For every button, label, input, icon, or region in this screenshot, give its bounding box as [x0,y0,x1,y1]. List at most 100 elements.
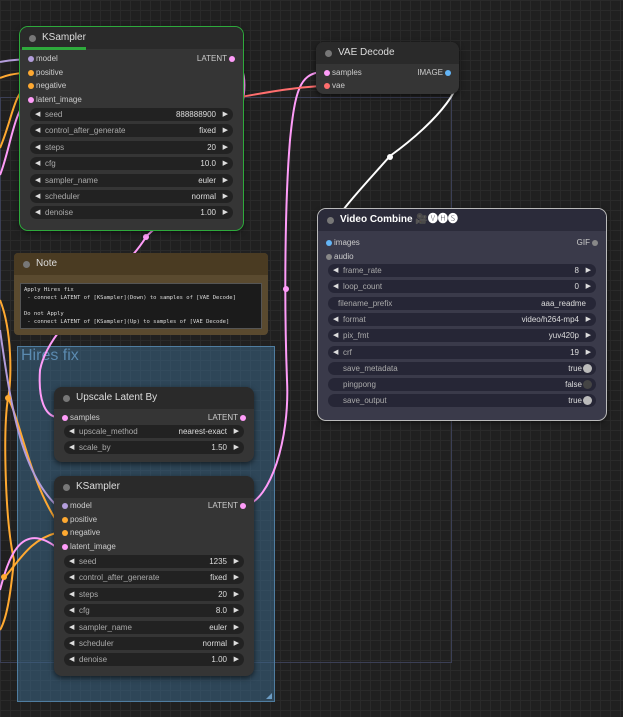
input-positive[interactable]: positive [28,67,63,79]
collapse-dot[interactable] [63,395,70,402]
input-vae[interactable]: vae [324,80,345,92]
increment-arrow-icon[interactable]: ▶ [222,111,228,118]
input-latent-image[interactable]: latent_image [62,541,116,553]
collapse-dot[interactable] [63,484,70,491]
negative-pin[interactable] [62,530,68,536]
decrement-arrow-icon[interactable]: ◀ [35,111,41,118]
decrement-arrow-icon[interactable]: ◀ [35,127,41,135]
output-gif[interactable]: GIF [577,237,598,249]
node-title-bar[interactable]: KSampler [20,27,243,49]
decrement-arrow-icon[interactable]: ◀ [333,315,339,323]
node-title-bar[interactable]: Video Combine 🎥🅥🅗🅢 [318,209,606,231]
positive-pin[interactable] [62,517,68,523]
increment-arrow-icon[interactable]: ▶ [233,640,239,647]
input-negative[interactable]: negative [62,527,100,539]
decrement-arrow-icon[interactable]: ◀ [35,176,41,184]
increment-arrow-icon[interactable]: ▶ [222,176,228,184]
increment-arrow-icon[interactable]: ▶ [585,348,591,356]
decrement-arrow-icon[interactable]: ◀ [333,267,339,274]
decrement-arrow-icon[interactable]: ◀ [69,428,75,435]
toggle-knob-icon[interactable] [583,380,592,390]
decrement-arrow-icon[interactable]: ◀ [333,332,339,340]
latent-out-pin[interactable] [229,56,235,62]
toggle-knob-icon[interactable] [583,396,592,406]
decrement-arrow-icon[interactable]: ◀ [333,348,339,356]
gif-out-pin[interactable] [592,240,598,246]
note-textarea[interactable]: Apply Hires fix - connect LATENT of [KSa… [20,283,262,329]
wire-reroute-dot[interactable] [143,234,149,240]
decrement-arrow-icon[interactable]: ◀ [333,283,339,291]
collapse-dot[interactable] [23,261,30,268]
increment-arrow-icon[interactable]: ▶ [585,332,591,340]
positive-pin[interactable] [28,70,34,76]
input-images[interactable]: images [326,237,360,249]
increment-arrow-icon[interactable]: ▶ [233,607,239,615]
output-latent[interactable]: LATENT [197,53,235,65]
node-title-bar[interactable]: KSampler [54,476,254,498]
images-pin[interactable] [326,240,332,246]
increment-arrow-icon[interactable]: ▶ [222,127,228,135]
input-audio[interactable]: audio [326,251,354,263]
decrement-arrow-icon[interactable]: ◀ [35,160,41,168]
decrement-arrow-icon[interactable]: ◀ [35,209,41,217]
ksampler-node-bottom[interactable]: KSampler model positive negative latent_… [54,476,254,676]
audio-pin[interactable] [326,254,332,260]
input-latent-image[interactable]: latent_image [28,94,82,106]
ksampler-node-top[interactable]: KSampler model positive negative latent_… [19,26,244,231]
latent-out-pin[interactable] [240,503,246,509]
increment-arrow-icon[interactable]: ▶ [222,209,228,217]
decrement-arrow-icon[interactable]: ◀ [69,444,75,451]
output-image[interactable]: IMAGE [417,67,451,79]
node-title-bar[interactable]: Note [14,253,268,275]
wire-reroute-dot[interactable] [283,286,289,292]
node-title-bar[interactable]: VAE Decode [316,42,459,64]
node-title-bar[interactable]: Upscale Latent By [54,387,254,409]
collapse-dot[interactable] [29,35,36,42]
decrement-arrow-icon[interactable]: ◀ [69,590,75,598]
wire-reroute-dot[interactable] [1,574,7,580]
increment-arrow-icon[interactable]: ▶ [222,160,228,168]
increment-arrow-icon[interactable]: ▶ [233,444,239,451]
wire-reroute-dot[interactable] [5,395,11,401]
latent-out-pin[interactable] [240,415,246,421]
increment-arrow-icon[interactable]: ▶ [222,143,228,151]
input-positive[interactable]: positive [62,514,97,526]
toggle-knob-icon[interactable] [583,363,592,373]
vae-pin[interactable] [324,83,330,89]
negative-pin[interactable] [28,83,34,89]
output-latent[interactable]: LATENT [208,412,246,424]
wire-reroute-dot[interactable] [387,154,393,160]
decrement-arrow-icon[interactable]: ◀ [69,558,75,565]
input-samples[interactable]: samples [324,67,362,79]
samples-pin[interactable] [62,415,68,421]
increment-arrow-icon[interactable]: ▶ [233,590,239,598]
vae-decode-node[interactable]: VAE Decode samples vae IMAGE [316,42,459,94]
input-negative[interactable]: negative [28,80,66,92]
increment-arrow-icon[interactable]: ▶ [233,623,239,631]
model-pin[interactable] [28,56,34,62]
increment-arrow-icon[interactable]: ▶ [233,428,239,435]
increment-arrow-icon[interactable]: ▶ [233,558,239,565]
video-combine-node[interactable]: Video Combine 🎥🅥🅗🅢 images audio GIF ◀fra… [317,208,607,421]
upscale-latent-node[interactable]: Upscale Latent By samples LATENT ◀upscal… [54,387,254,462]
model-pin[interactable] [62,503,68,509]
